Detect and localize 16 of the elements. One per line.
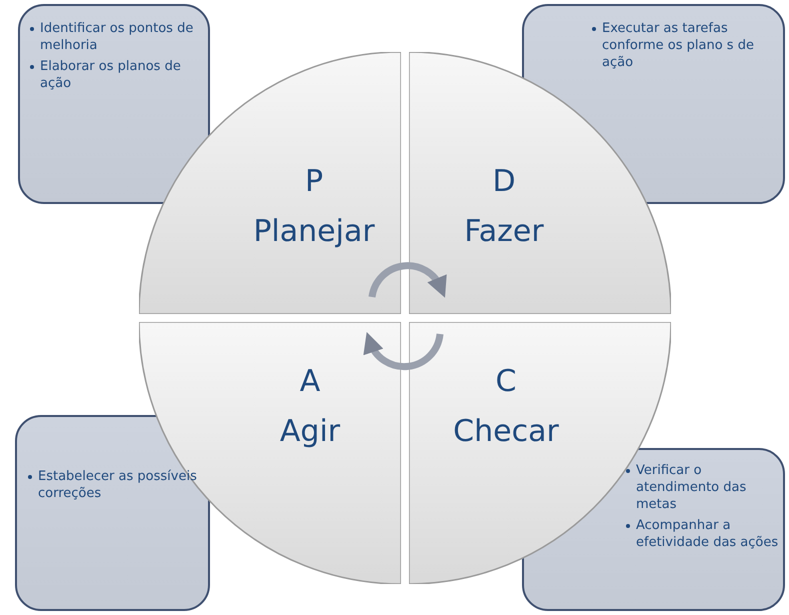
phase-letter: A: [300, 363, 320, 401]
bullet-text: Acompanhar a efetividade das ações: [636, 518, 778, 550]
bullet-text: Verificar o atendimento das metas: [636, 463, 746, 512]
bullet-text: Estabelecer as possíveis correções: [38, 469, 197, 501]
phase-name: Checar: [453, 413, 559, 451]
phase-letter: D: [492, 163, 516, 201]
phase-name: Agir: [280, 413, 340, 451]
phase-letter: C: [496, 363, 516, 401]
note-card: [15, 415, 210, 611]
phase-name: Planejar: [253, 213, 375, 251]
bullet-text: Elaborar os planos de ação: [40, 59, 181, 91]
bullet-text: Executar as tarefas conforme os plano s de ação: [602, 21, 754, 70]
note-card: [18, 4, 210, 204]
bullet-text: Identificar os pontos de melhoria: [40, 21, 194, 53]
phase-letter: P: [304, 163, 324, 201]
phase-name: Fazer: [464, 213, 544, 251]
